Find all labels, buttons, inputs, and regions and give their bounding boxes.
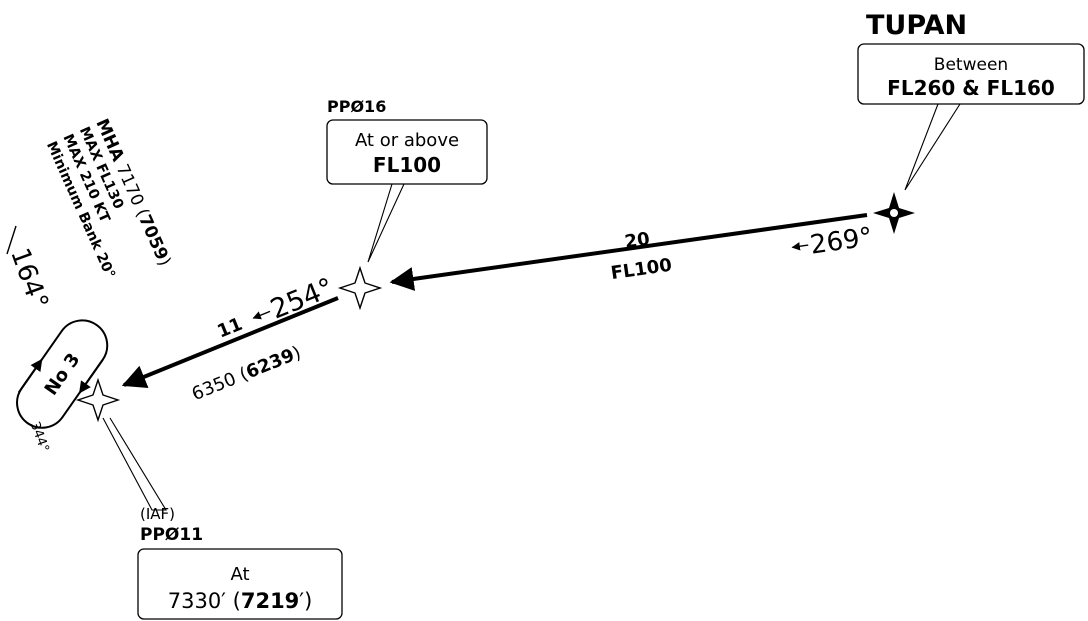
pp016-callout-pointer [367,183,405,263]
pp016-constraint-line1: At or above [355,130,459,151]
tupan-constraint-line1: Between [934,55,1008,75]
leg1-distance: 20 [623,229,651,253]
pp016-constraint-box [326,119,488,185]
holding-inbound-tick [6,225,17,255]
pp011-role: (IAF) [140,505,175,523]
leg1-course-arrow [791,242,809,251]
pp011-constraint-altitude: 7330′ (7219′) [168,589,313,613]
tupan-callout-pointer [904,103,961,191]
pp011-name: PPØ11 [140,525,203,545]
tupan-constraint-box [857,43,1085,105]
pp016-constraint-line2: FL100 [373,153,441,177]
pp016-name: PPØ16 [327,97,386,116]
pp011-constraint-box [137,548,343,620]
leg-pp016-pp011 [121,296,339,388]
leg-tupan-pp016 [389,213,868,291]
pp011-waypoint-icon [75,377,121,423]
tupan-waypoint-icon [873,192,915,234]
leg2-course: 254° [266,272,338,325]
pp016-waypoint-icon [337,265,383,311]
holding-inbound-course-group: 164° [4,244,54,313]
leg1-course-group: 269° [791,222,874,261]
leg1-course: 269° [808,222,874,261]
holding-inbound-course: 164° [4,244,54,313]
holding-restrictions: MHA 7170 (7059) MAX FL130 MAX 210 KT Min… [43,116,174,281]
tupan-name: TUPAN [866,10,967,41]
pp011-callout-pointer [102,417,167,511]
leg2-course-arrow [252,310,271,320]
holding-inbound-arrow [17,358,43,394]
holding-pattern: No 3 [16,319,109,429]
tupan-constraint-line2: FL260 & FL160 [887,76,1055,100]
leg2-upper-label: 11 254° [214,272,338,342]
leg1-altitude: FL100 [609,255,673,284]
pp011-constraint-line1: At [230,564,249,585]
holding-outbound-arrow [78,359,104,394]
